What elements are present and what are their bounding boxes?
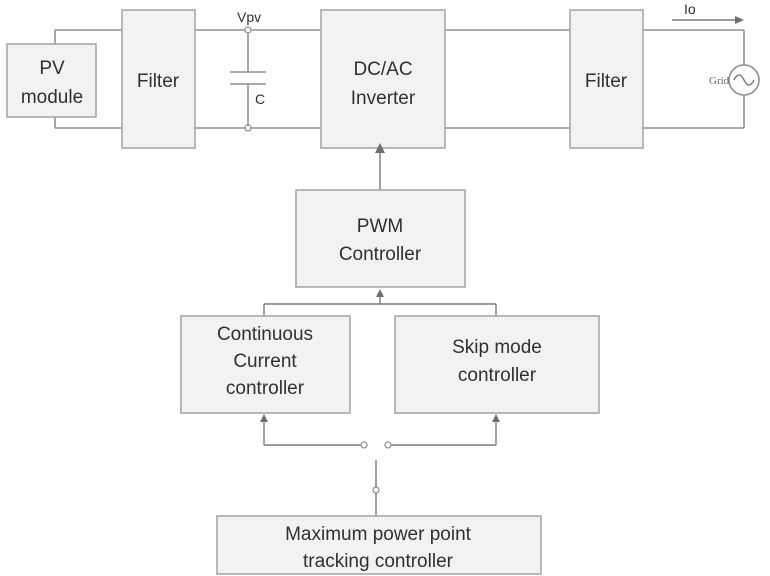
switch-contact-left — [360, 441, 368, 449]
pv-module-box — [6, 43, 97, 118]
pwm-to-inverter-arrow — [375, 143, 385, 190]
switch-contact-right — [384, 441, 392, 449]
grid-label: Grid — [709, 75, 730, 87]
controllers-to-pwm-wiring — [263, 289, 497, 316]
selector-switch-wiring — [260, 414, 500, 516]
svg-text:Current: Current — [233, 351, 297, 372]
svg-text:Inverter: Inverter — [351, 88, 416, 109]
input-filter-block: Filter — [121, 9, 196, 149]
grid-source: Grid — [709, 64, 760, 96]
inverter-line2: Inverter — [351, 88, 416, 109]
continuous-line2: Current — [233, 351, 297, 372]
input-filter-label: Filter — [137, 71, 180, 92]
switch-pivot — [372, 486, 380, 494]
io-arrow-head — [735, 16, 744, 24]
pwm-line1: PWM — [357, 216, 403, 237]
bus-to-pwm-head — [376, 289, 384, 297]
continuous-controller-box — [180, 315, 351, 414]
svg-text:Continuous: Continuous — [217, 324, 313, 345]
svg-text:module: module — [21, 87, 83, 108]
pv-module-line2: module — [21, 87, 83, 108]
inverter-block: DC/AC Inverter — [320, 9, 446, 149]
pwm-line2: Controller — [339, 244, 422, 265]
svg-text:controller: controller — [458, 365, 537, 386]
pwm-controller-block: PWM Controller — [295, 189, 466, 288]
inverter-box — [320, 9, 446, 149]
skip-controller-block: Skip mode controller — [394, 315, 600, 414]
skip-controller-box — [394, 315, 600, 414]
svg-text:Controller: Controller — [339, 244, 422, 265]
sine-wave-icon — [733, 74, 755, 86]
continuous-line1: Continuous — [217, 324, 313, 345]
input-filter-box — [121, 9, 196, 149]
inverter-line1: DC/AC — [353, 59, 412, 80]
svg-text:Skip mode: Skip mode — [452, 337, 542, 358]
svg-text:tracking controller: tracking controller — [303, 551, 454, 572]
io-label: Io — [684, 1, 696, 17]
skip-feed-head — [492, 414, 500, 422]
continuous-line3: controller — [226, 378, 305, 399]
mppt-line1: Maximum power point — [285, 524, 472, 545]
pwm-controller-box — [295, 189, 466, 288]
skip-line1: Skip mode — [452, 337, 542, 358]
svg-text:controller: controller — [226, 378, 305, 399]
mppt-controller-box — [216, 515, 542, 575]
capacitor-label: C — [255, 91, 265, 107]
skip-line2: controller — [458, 365, 537, 386]
mppt-line2: tracking controller — [303, 551, 454, 572]
svg-text:PWM: PWM — [357, 216, 403, 237]
continuous-controller-block: Continuous Current controller — [180, 315, 351, 414]
continuous-feed-head — [260, 414, 268, 422]
output-current: Io — [672, 1, 744, 24]
output-filter-block: Filter — [569, 9, 644, 149]
vpv-terminal-node — [244, 26, 252, 34]
svg-text:Maximum power point: Maximum power point — [285, 524, 472, 545]
svg-text:PV: PV — [39, 58, 65, 79]
pwm-to-inverter-head — [375, 143, 385, 153]
output-filter-box — [569, 9, 644, 149]
pv-module-block: PV module — [6, 43, 97, 118]
pv-module-line1: PV — [39, 58, 65, 79]
output-filter-label: Filter — [585, 71, 628, 92]
svg-text:DC/AC: DC/AC — [353, 59, 412, 80]
mppt-controller-block: Maximum power point tracking controller — [216, 515, 542, 575]
vpv-label: Vpv — [237, 9, 261, 25]
capacitor-bottom-node — [244, 124, 252, 132]
capacitor-symbol: Vpv C — [230, 9, 266, 132]
